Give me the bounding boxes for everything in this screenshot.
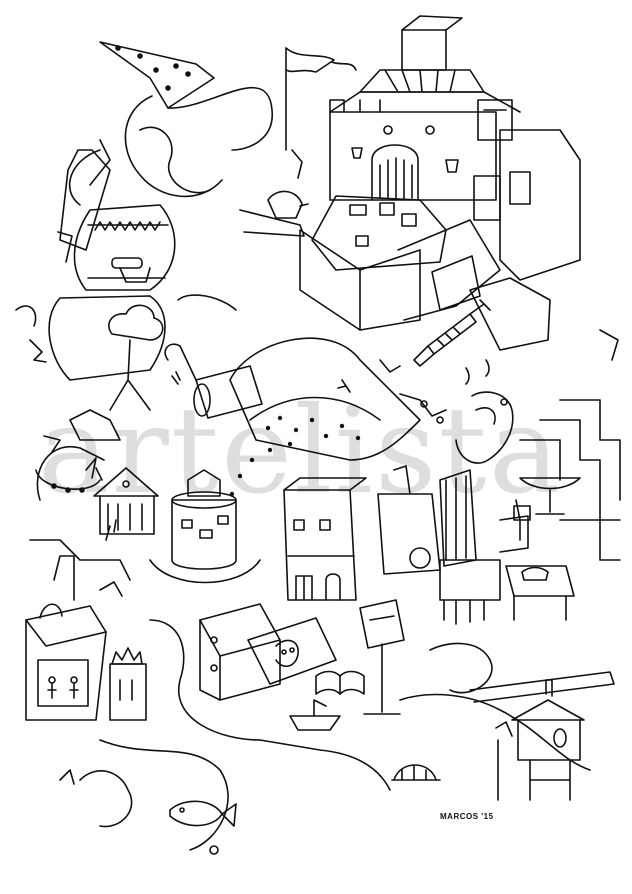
pillar-block — [199, 603, 281, 701]
bridge — [391, 764, 441, 781]
cloud-person-figure — [69, 304, 164, 441]
castle-icon — [329, 15, 581, 281]
flag-icon — [285, 47, 357, 151]
central-tower — [149, 469, 261, 584]
stilt-house — [495, 679, 585, 801]
left-cylinder — [29, 435, 131, 601]
door-building — [283, 477, 367, 601]
fish-icon — [169, 800, 237, 827]
wizard-hat-icon — [99, 41, 215, 109]
boat-icon — [289, 699, 341, 731]
artist-signature: MARCOS '15 — [440, 812, 494, 821]
starry-arch — [229, 337, 447, 497]
machine-building — [377, 465, 531, 625]
house-icon — [85, 457, 159, 535]
stairs-right — [519, 399, 621, 561]
bird-figure — [267, 190, 309, 219]
book-icon — [315, 670, 365, 695]
small-table — [505, 565, 575, 621]
shopping-bag — [25, 603, 107, 721]
swoosh-shape — [149, 619, 391, 791]
goblet-icon — [515, 477, 581, 541]
post-tower — [359, 599, 405, 715]
block-heap — [299, 195, 501, 331]
seated-figure — [455, 391, 514, 464]
syringe-icon — [413, 299, 491, 367]
wizard-figure — [29, 41, 305, 381]
picture-frame — [247, 617, 337, 685]
scroll-figure — [164, 294, 263, 419]
crown-icon — [109, 647, 147, 721]
